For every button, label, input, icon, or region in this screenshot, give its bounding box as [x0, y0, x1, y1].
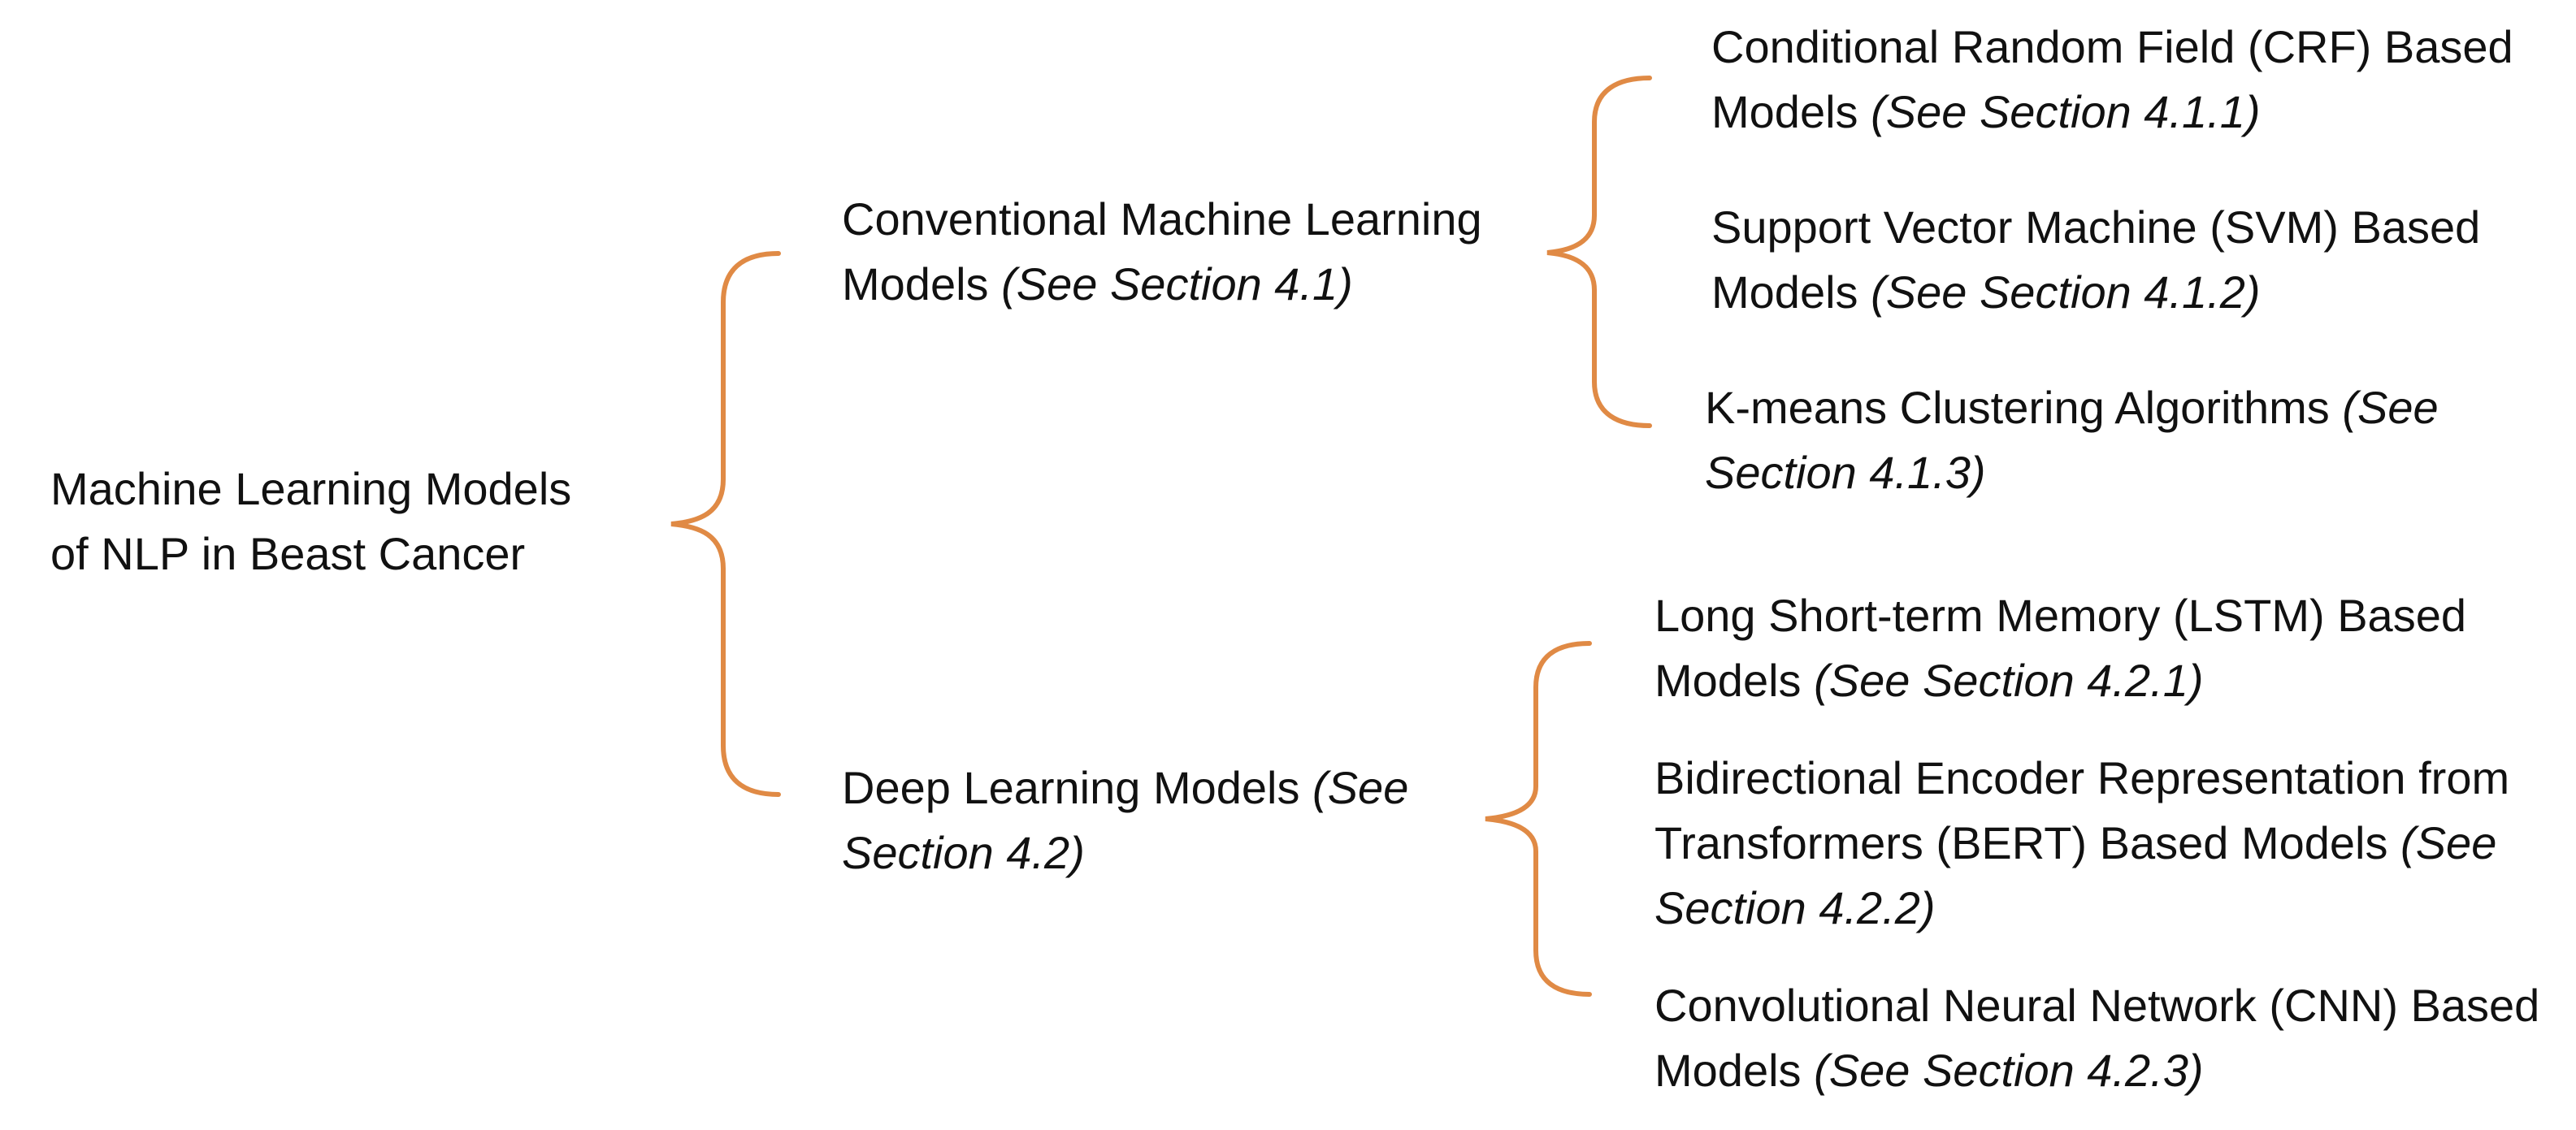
leaf-kmeans-clustering: K-means Clustering Algorithms (See Secti…	[1705, 375, 2566, 505]
root-brace	[670, 251, 781, 797]
section-reference: (See Section 4.1)	[1001, 258, 1353, 310]
leaf-label: Conditional Random Field (CRF) Based Mod…	[1711, 21, 2513, 137]
leaf-label: Bidirectional Encoder Representation fro…	[1654, 752, 2510, 868]
leaf-svm-models: Support Vector Machine (SVM) Based Model…	[1711, 195, 2573, 325]
leaf-bert-models: Bidirectional Encoder Representation fro…	[1654, 746, 2573, 941]
root-node: Machine Learning Models of NLP in Beast …	[50, 457, 668, 587]
root-line-2: of NLP in Beast Cancer	[50, 528, 526, 579]
section-reference: (See Section 4.1.1)	[1871, 86, 2261, 137]
conventional-brace	[1546, 76, 1652, 428]
leaf-lstm-models: Long Short-term Memory (LSTM) Based Mode…	[1654, 583, 2573, 713]
deep-brace	[1485, 641, 1592, 997]
branch-label: Conventional Machine Learning Models	[842, 193, 1482, 310]
root-line-1: Machine Learning Models	[50, 463, 572, 514]
leaf-crf-models: Conditional Random Field (CRF) Based Mod…	[1711, 15, 2573, 145]
leaf-label: Convolutional Neural Network (CNN) Based…	[1654, 980, 2540, 1096]
section-reference: (See Section 4.2)	[842, 762, 1409, 878]
branch-deep-learning: Deep Learning Models (See Section 4.2)	[842, 755, 1492, 885]
branch-conventional-ml: Conventional Machine Learning Models (Se…	[842, 187, 1533, 317]
section-reference: (See Section 4.2.1)	[1814, 655, 2204, 706]
section-reference: (See Section 4.1.3)	[1705, 382, 2439, 498]
leaf-label: Long Short-term Memory (LSTM) Based Mode…	[1654, 590, 2466, 706]
section-reference: (See Section 4.2.2)	[1654, 817, 2497, 933]
section-reference: (See Section 4.1.2)	[1871, 266, 2261, 318]
leaf-cnn-models: Convolutional Neural Network (CNN) Based…	[1654, 973, 2573, 1103]
branch-label: Deep Learning Models	[842, 762, 1300, 813]
leaf-label: Support Vector Machine (SVM) Based Model…	[1711, 201, 2481, 318]
section-reference: (See Section 4.2.3)	[1814, 1045, 2204, 1096]
leaf-label: K-means Clustering Algorithms	[1705, 382, 2330, 433]
